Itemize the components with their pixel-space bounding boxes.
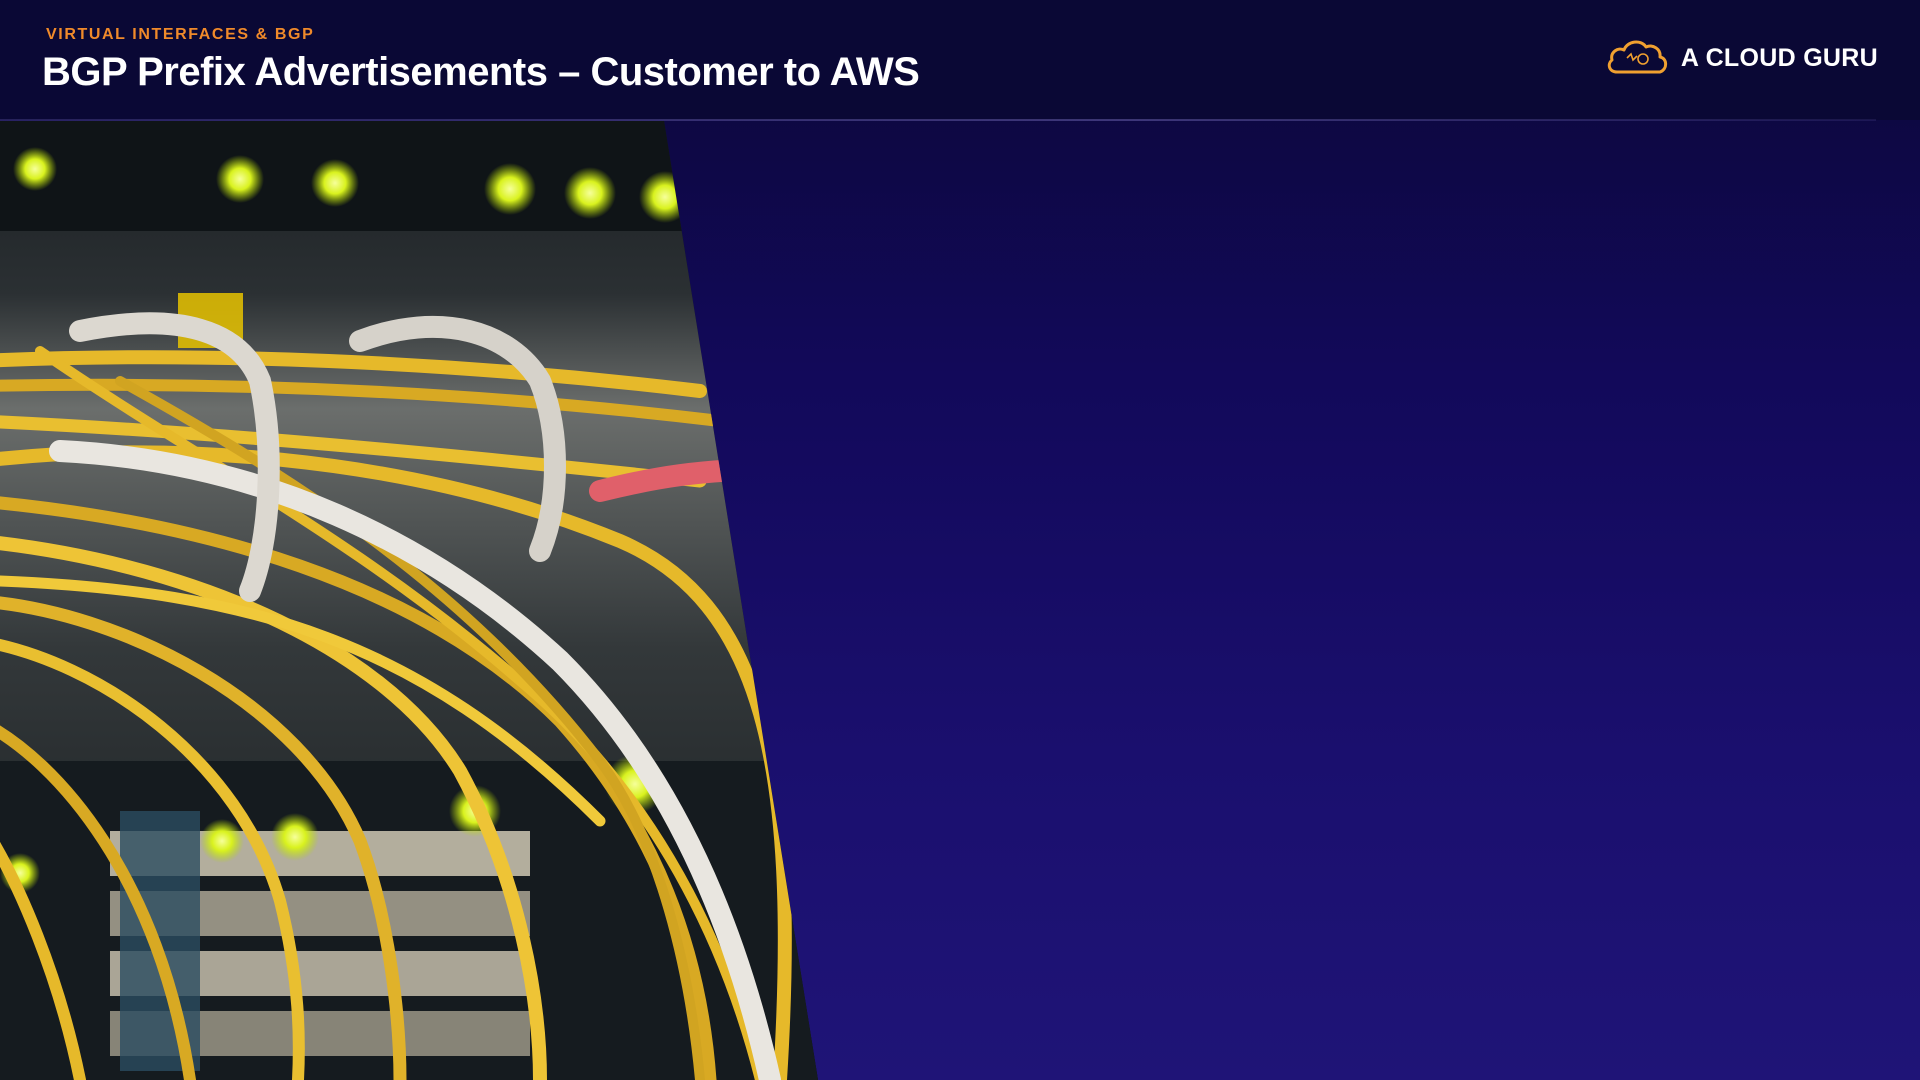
header-divider <box>0 119 1876 121</box>
cloud-icon <box>1605 36 1669 81</box>
brand-name: A CLOUD GURU <box>1680 44 1878 72</box>
brand-logo: A CLOUD GURU <box>1605 36 1878 81</box>
section-label: VIRTUAL INTERFACES & BGP <box>46 26 315 43</box>
slide-header: VIRTUAL INTERFACES & BGP BGP Prefix Adve… <box>0 0 1920 120</box>
slide-title: BGP Prefix Advertisements – Customer to … <box>42 50 920 94</box>
fiber-optic-cables-photo <box>0 121 818 1080</box>
